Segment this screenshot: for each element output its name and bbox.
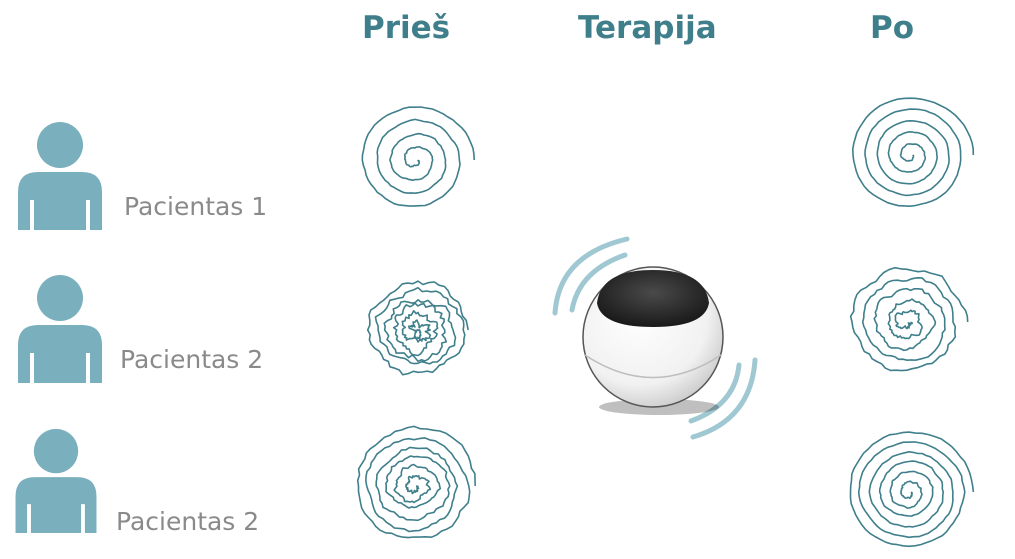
vibration-wave	[552, 236, 630, 316]
patient-row-2: Pacientas 2	[0, 273, 320, 393]
vibration-device-icon	[552, 236, 758, 440]
spiral-drawing-before-3	[356, 425, 476, 539]
column-heading-before: Prieš	[362, 10, 451, 46]
patient-label: Pacientas 1	[124, 192, 268, 221]
spiral-drawing-before-2	[366, 280, 469, 376]
column-heading-therapy: Terapija	[578, 10, 717, 46]
patient-label: Pacientas 2	[116, 507, 260, 536]
spiral-drawing-after-2	[849, 266, 969, 372]
patient-row-3: Pacientas 2	[0, 427, 320, 547]
patient-label: Pacientas 2	[120, 345, 264, 374]
spiral-drawing-before-1	[361, 106, 475, 207]
vibration-wave	[690, 357, 758, 440]
person-icon	[15, 428, 97, 533]
vibration-wave	[688, 362, 742, 424]
patient-row-1: Pacientas 1	[0, 120, 320, 240]
person-icon	[18, 122, 102, 230]
vibration-wave	[569, 252, 628, 313]
spiral-drawing-after-1	[852, 97, 975, 207]
person-icon	[18, 275, 102, 383]
column-heading-after: Po	[870, 10, 915, 46]
spiral-drawing-after-3	[849, 431, 975, 548]
